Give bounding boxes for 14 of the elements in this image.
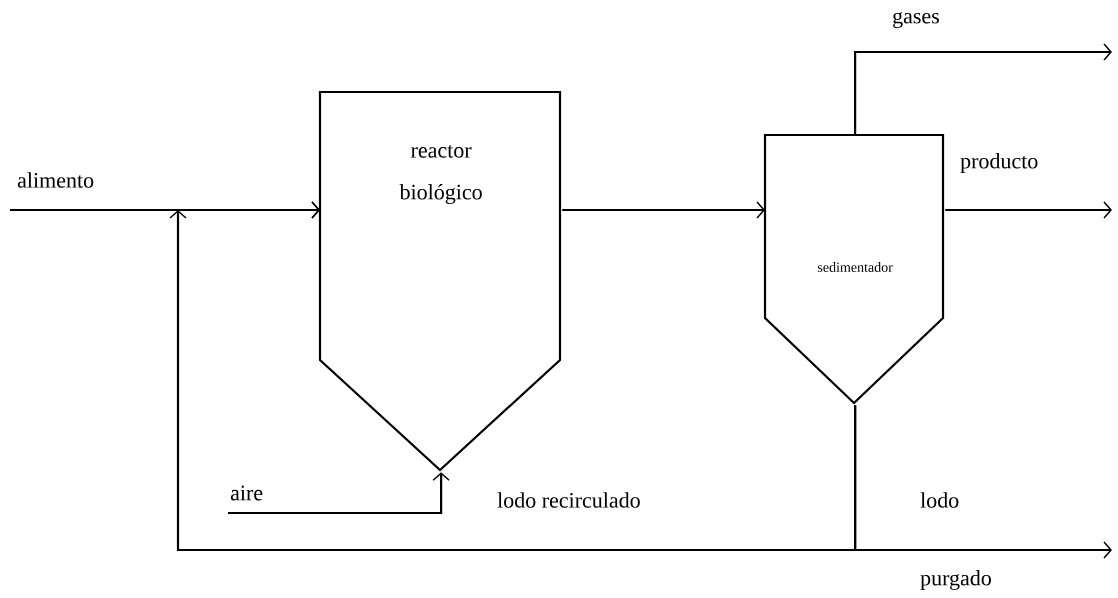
edge-label: lodo	[920, 492, 959, 508]
arrow	[228, 472, 450, 515]
arrow	[854, 43, 1112, 135]
arrow	[169, 201, 857, 552]
edge-label: lodo recirculado	[497, 492, 640, 508]
edge-label: gases	[893, 12, 939, 29]
edge-label: alimento	[17, 172, 94, 188]
edge-label: aire	[230, 485, 263, 501]
settler-vessel: sedimentador	[763, 133, 945, 405]
edge-label: producto	[960, 153, 1038, 173]
arrow	[562, 201, 765, 219]
arrow	[945, 201, 1112, 219]
flow-label: purgado	[920, 570, 991, 590]
reactor-vessel: reactor biológico	[318, 90, 562, 472]
